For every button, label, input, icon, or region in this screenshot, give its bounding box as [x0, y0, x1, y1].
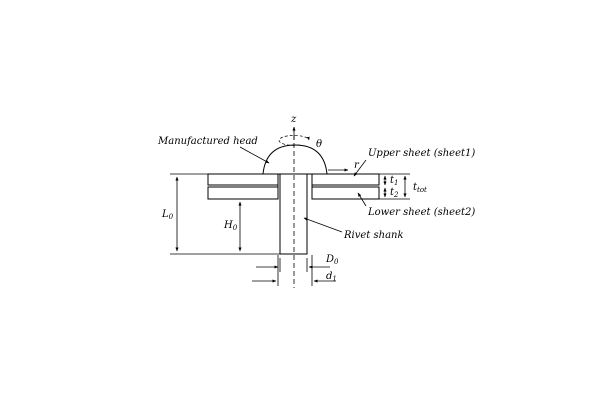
manufactured-head-label: Manufactured head	[157, 136, 258, 147]
manufactured-head	[262, 144, 328, 175]
t2-main: t	[390, 187, 395, 198]
z-symbol: z	[290, 114, 297, 125]
d1-symbol: d1	[326, 271, 337, 283]
d0-symbol: D0	[325, 254, 339, 266]
rivet-shank-label: Rivet shank	[343, 230, 404, 241]
ttot-sub: tot	[417, 186, 427, 194]
t1-symbol: t1	[390, 175, 399, 187]
ttot-symbol: ttot	[413, 182, 427, 194]
ttot-main: t	[413, 182, 418, 193]
l0-main: L	[161, 209, 169, 220]
rivet-shank	[277, 173, 313, 255]
d0-sub: 0	[334, 258, 339, 266]
d1-dimension	[252, 255, 336, 286]
upper-sheet-leader	[353, 159, 367, 177]
l0-symbol: L0	[161, 209, 174, 221]
h0-sub: 0	[233, 224, 238, 232]
t1-main: t	[390, 175, 395, 186]
theta-symbol: θ	[316, 139, 322, 150]
d1-main: d	[326, 271, 332, 282]
r-symbol: r	[354, 160, 360, 171]
theta-rotation-arc	[278, 135, 310, 146]
lower-sheet-label: Lower sheet (sheet2)	[367, 207, 475, 218]
l0-dimension	[170, 173, 280, 255]
d0-dimension	[256, 258, 330, 272]
l0-sub: 0	[169, 213, 174, 221]
rivet-shank-leader	[303, 217, 343, 233]
d1-sub: 1	[332, 275, 336, 283]
upper-sheet-label: Upper sheet (sheet1)	[368, 148, 475, 159]
lower-sheet-leader	[357, 192, 367, 207]
t2-symbol: t2	[390, 187, 399, 199]
d0-main: D	[325, 254, 334, 265]
thickness-dimensions	[379, 173, 410, 200]
h0-main: H	[223, 220, 233, 231]
h0-symbol: H0	[223, 220, 238, 232]
t1-sub: 1	[394, 179, 398, 187]
manufactured-head-leader	[239, 146, 270, 164]
t2-sub: 2	[393, 191, 399, 199]
